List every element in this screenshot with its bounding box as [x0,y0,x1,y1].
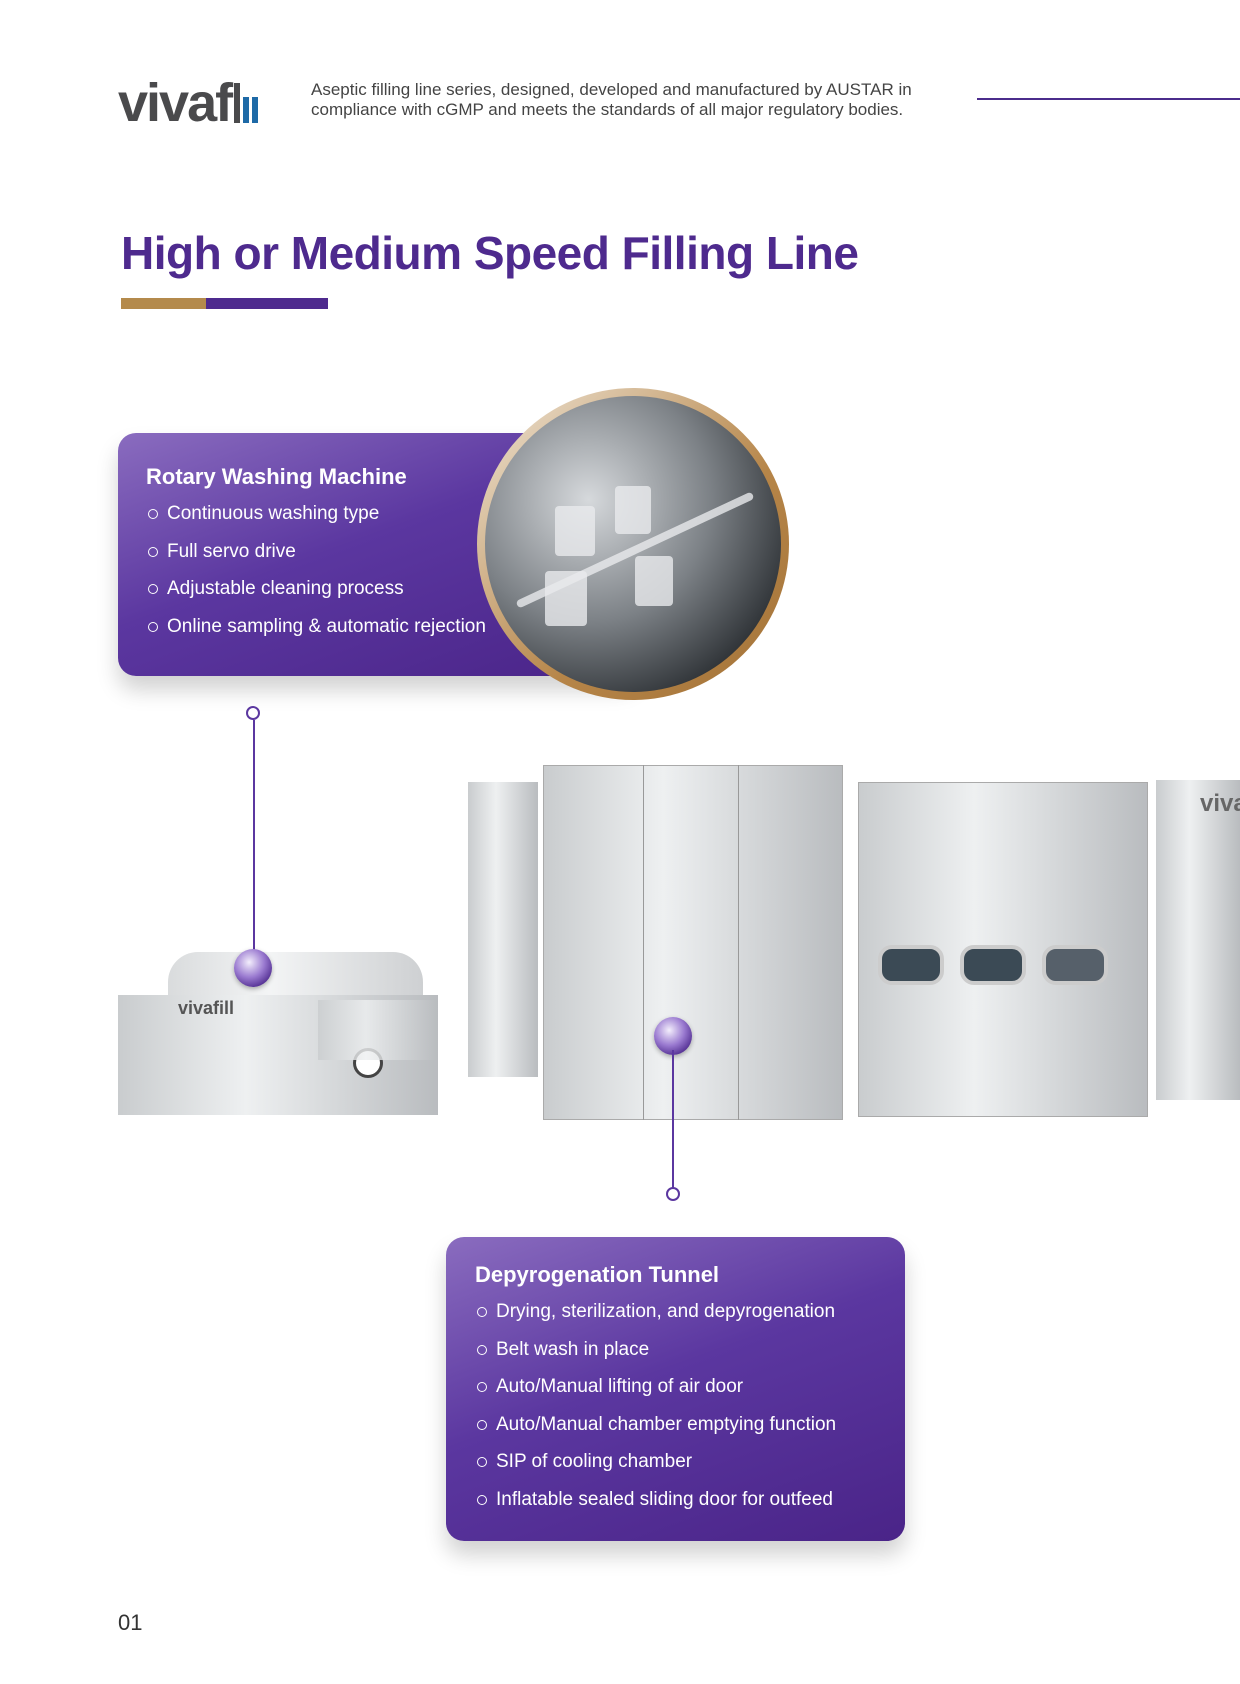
callout-marker-washer [234,949,272,987]
header-tagline: Aseptic filling line series, designed, d… [311,80,912,120]
bullet-icon [477,1382,487,1392]
vivafill-logo: vivaf [118,72,259,136]
tagline-line-2: compliance with cGMP and meets the stand… [311,100,904,119]
bullet-icon [148,621,158,632]
bullet-icon [148,584,158,594]
bullet-icon [477,1457,487,1467]
washing-machine-photo [477,388,789,700]
page-number: 01 [118,1610,143,1635]
header-divider [977,98,1240,100]
item-text: Online sampling & automatic rejection [167,615,486,637]
list-item: Inflatable sealed sliding door for outfe… [475,1489,905,1527]
callout-line [253,720,255,968]
bullet-icon [477,1344,487,1355]
callout-line [672,1050,674,1190]
bullet-icon [477,1307,487,1317]
list-item: SIP of cooling chamber [475,1451,905,1489]
list-item: Continuous washing type [146,503,638,541]
list-item: Drying, sterilization, and depyrogenatio… [475,1301,905,1339]
item-text: Continuous washing type [167,503,380,524]
item-text: Full servo drive [167,540,296,562]
depyrogenation-tunnel-card: Depyrogenation Tunnel Drying, sterilizat… [446,1237,905,1541]
bullet-icon [477,1494,487,1505]
list-item: Belt wash in place [475,1339,905,1377]
callout-marker-tunnel [654,1017,692,1055]
bullet-icon [477,1419,487,1430]
title-underline-purple [206,298,328,309]
card-title: Rotary Washing Machine [146,464,407,489]
page-title: High or Medium Speed Filling Line [121,227,859,279]
list-item: Full servo drive [146,541,638,579]
filling-line-illustration: vivafill viva [118,765,1240,1200]
machine-brand-label: vivafill [178,998,235,1018]
item-text: Auto/Manual lifting of air door [496,1376,744,1397]
item-text: Auto/Manual chamber emptying function [496,1413,837,1435]
callout-end-ring [666,1187,680,1201]
item-text: SIP of cooling chamber [496,1451,693,1472]
item-text: Adjustable cleaning process [167,578,404,599]
item-text: Inflatable sealed sliding door for outfe… [496,1488,833,1510]
list-item: Adjustable cleaning process [146,578,638,616]
list-item: Auto/Manual chamber emptying function [475,1414,905,1452]
callout-end-ring [246,706,260,720]
item-text: Belt wash in place [496,1338,650,1360]
list-item: Auto/Manual lifting of air door [475,1376,905,1414]
title-underline-gold [121,298,206,309]
tagline-line-1: Aseptic filling line series, designed, d… [311,80,912,99]
card-title: Depyrogenation Tunnel [475,1262,720,1287]
bullet-icon [148,509,158,519]
list-item: Online sampling & automatic rejection [146,616,638,654]
item-text: Drying, sterilization, and depyrogenatio… [496,1301,836,1322]
bullet-icon [148,546,158,557]
